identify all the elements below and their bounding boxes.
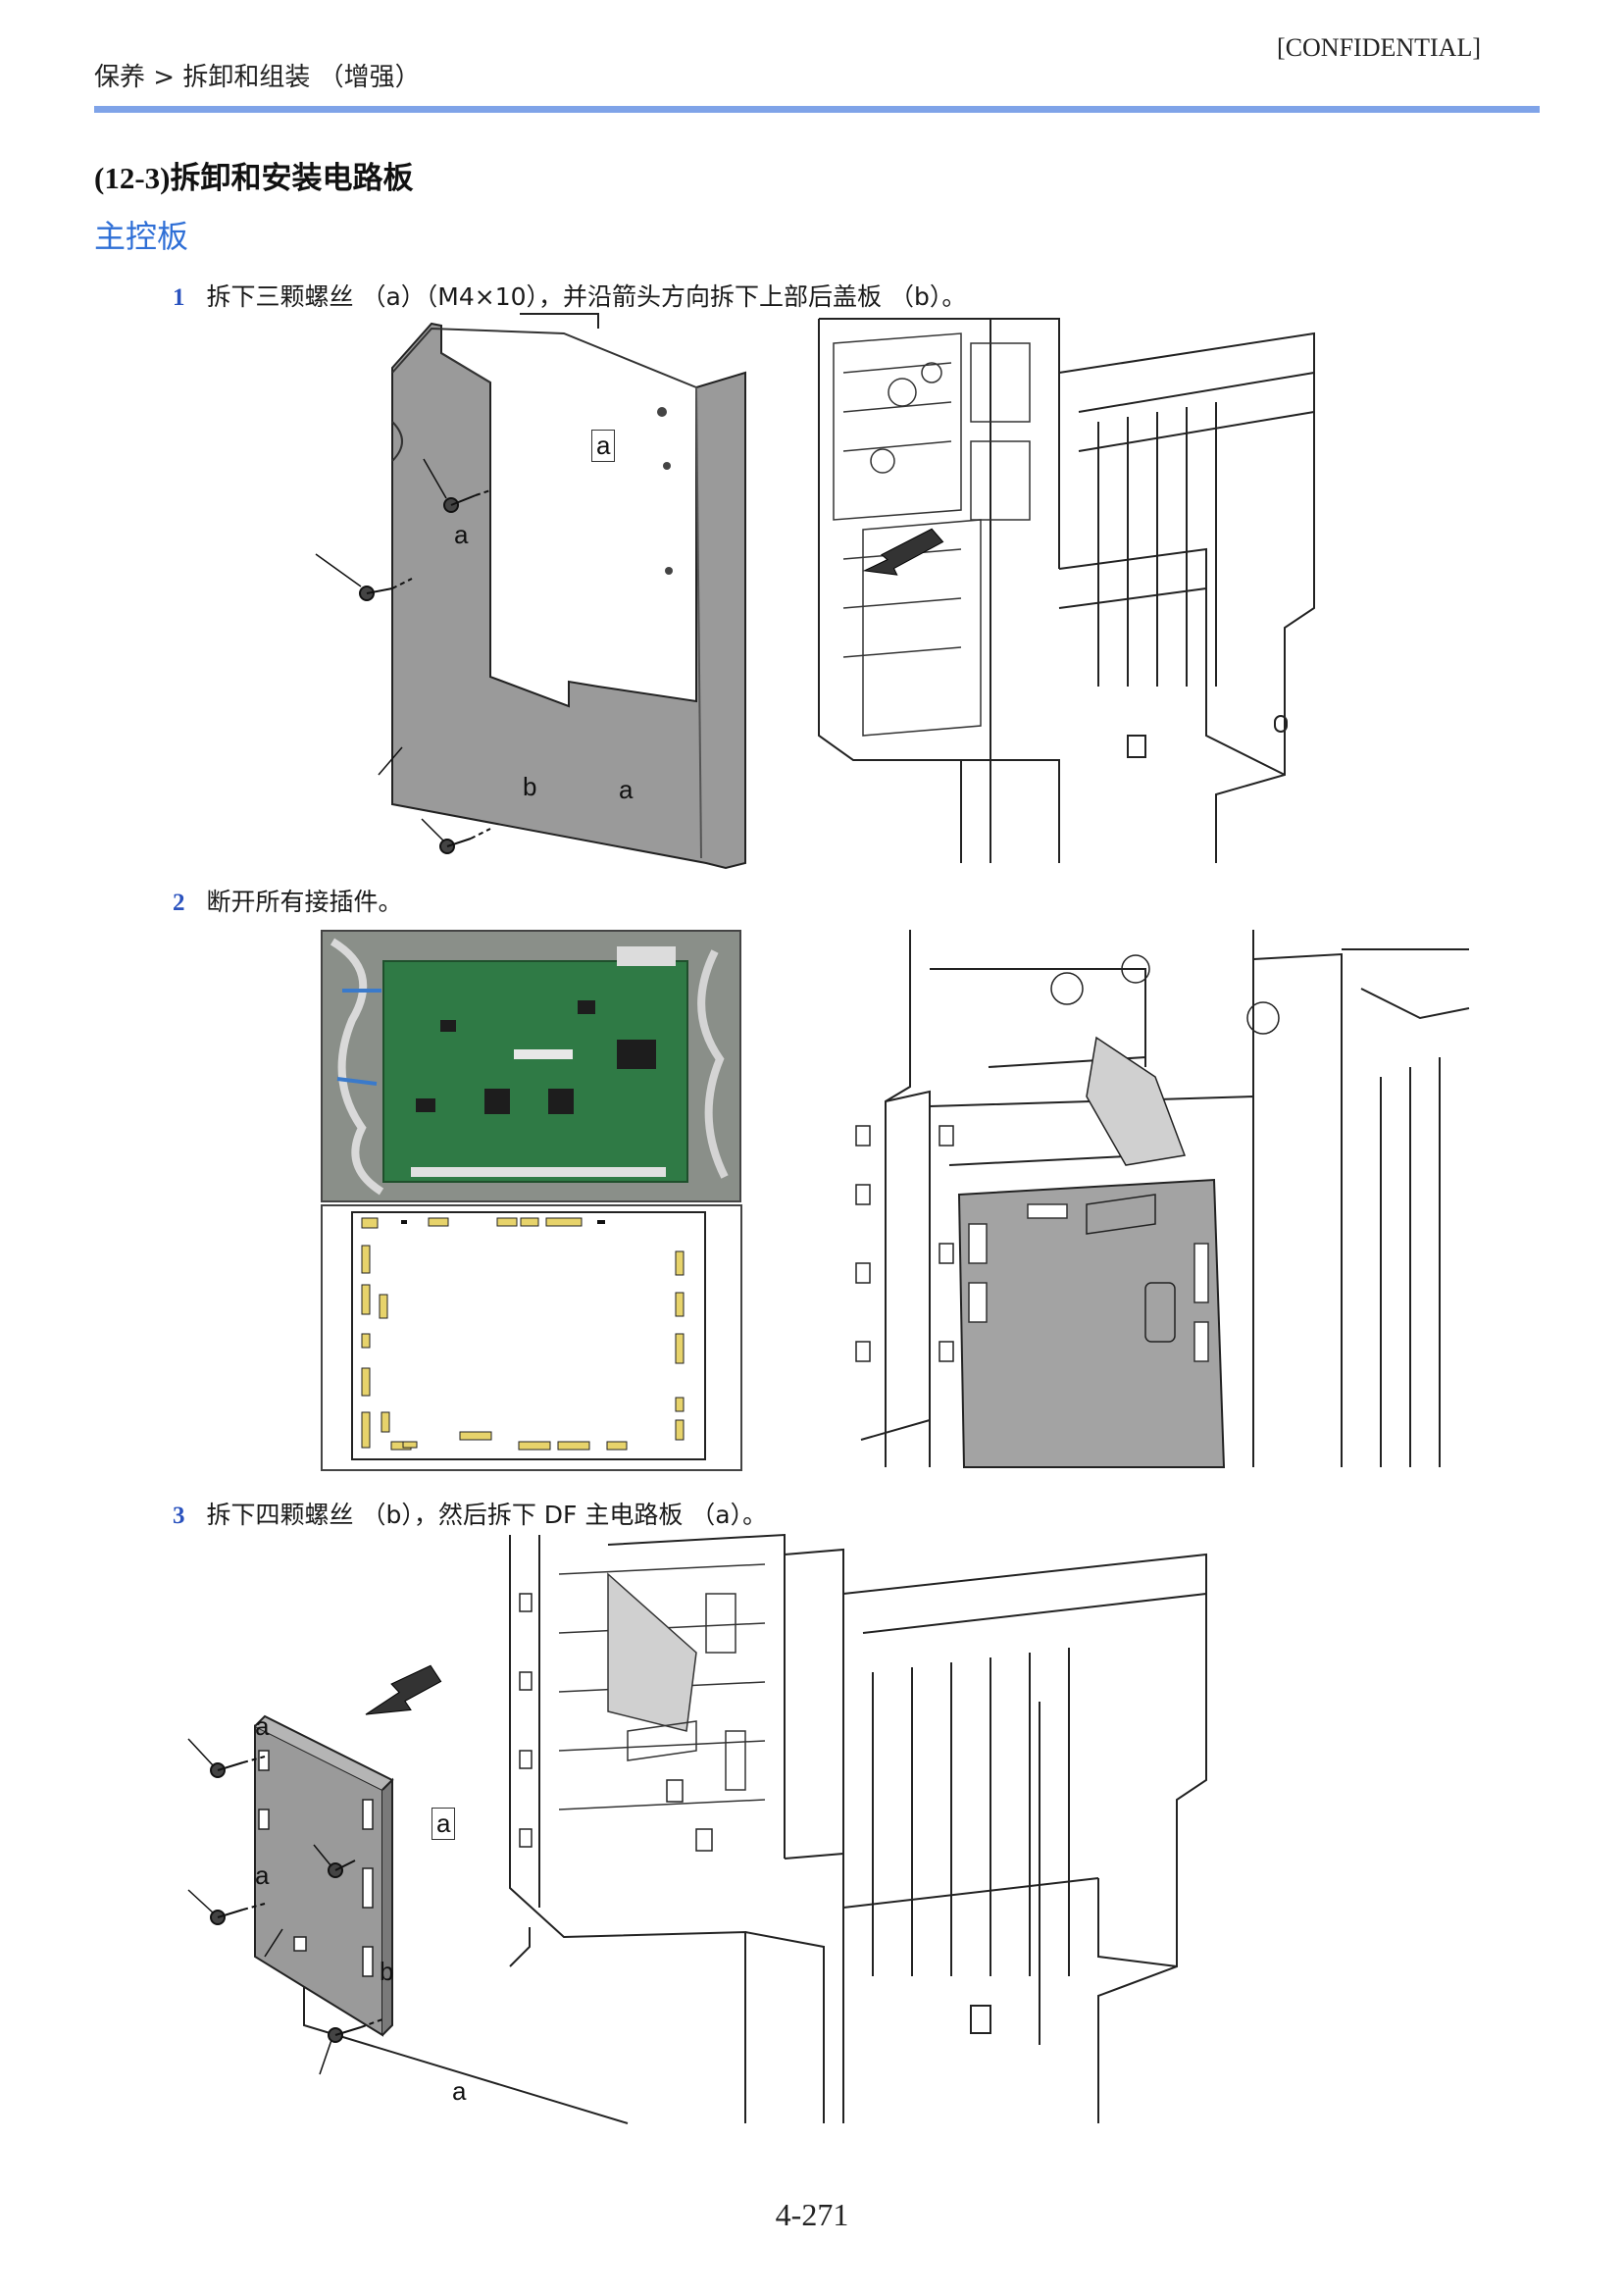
- step-number: 2: [173, 890, 185, 916]
- figure-cover-removal: [315, 313, 1315, 870]
- subsection-title: 主控板: [94, 218, 189, 255]
- callout-a: a: [255, 1711, 270, 1741]
- step-2: 2 断开所有接插件。: [173, 883, 403, 918]
- breadcrumb: 保养 > 拆卸和组装 （增强）: [94, 63, 421, 92]
- callout-a: a: [255, 1861, 270, 1890]
- section-number: (12-3): [94, 161, 171, 195]
- direction-arrow: [365, 1664, 442, 1715]
- section-title: (12-3)拆卸和安装电路板: [94, 153, 413, 197]
- callout-a: a: [454, 520, 469, 549]
- page-number: 4-271: [775, 2197, 849, 2232]
- step-number: 3: [173, 1503, 185, 1529]
- header-rule: [94, 106, 1540, 113]
- callout-b: b: [380, 1957, 394, 1986]
- callout-a: a: [591, 430, 616, 462]
- rear-cover-panel: [391, 322, 746, 870]
- callout-a: a: [619, 775, 634, 804]
- step-1: 1 拆下三颗螺丝 （a）（M4×10），并沿箭头方向拆下上部后盖板 （b）。: [173, 278, 966, 313]
- step-number: 1: [173, 284, 185, 311]
- callout-b: b: [523, 772, 537, 801]
- figure-machine-interior: [855, 930, 1470, 1468]
- connector-map: [321, 1204, 742, 1471]
- main-board: [957, 1178, 1226, 1468]
- confidential-label: [CONFIDENTIAL]: [1277, 33, 1481, 62]
- callout-a: a: [452, 2076, 467, 2106]
- direction-arrow: [862, 528, 944, 576]
- figure-board-removal: [187, 1533, 1207, 2124]
- section-title-text: 拆卸和安装电路板: [170, 161, 414, 196]
- callout-a: a: [431, 1808, 456, 1840]
- step-3: 3 拆下四颗螺丝 （b），然后拆下 DF 主电路板 （a）。: [173, 1496, 767, 1531]
- main-board-photo: [321, 930, 741, 1202]
- step-text: 断开所有接插件。: [206, 888, 403, 916]
- step-text: 拆下四颗螺丝 （b），然后拆下 DF 主电路板 （a）。: [206, 1501, 768, 1529]
- step-text: 拆下三颗螺丝 （a）（M4×10），并沿箭头方向拆下上部后盖板 （b）。: [206, 282, 967, 311]
